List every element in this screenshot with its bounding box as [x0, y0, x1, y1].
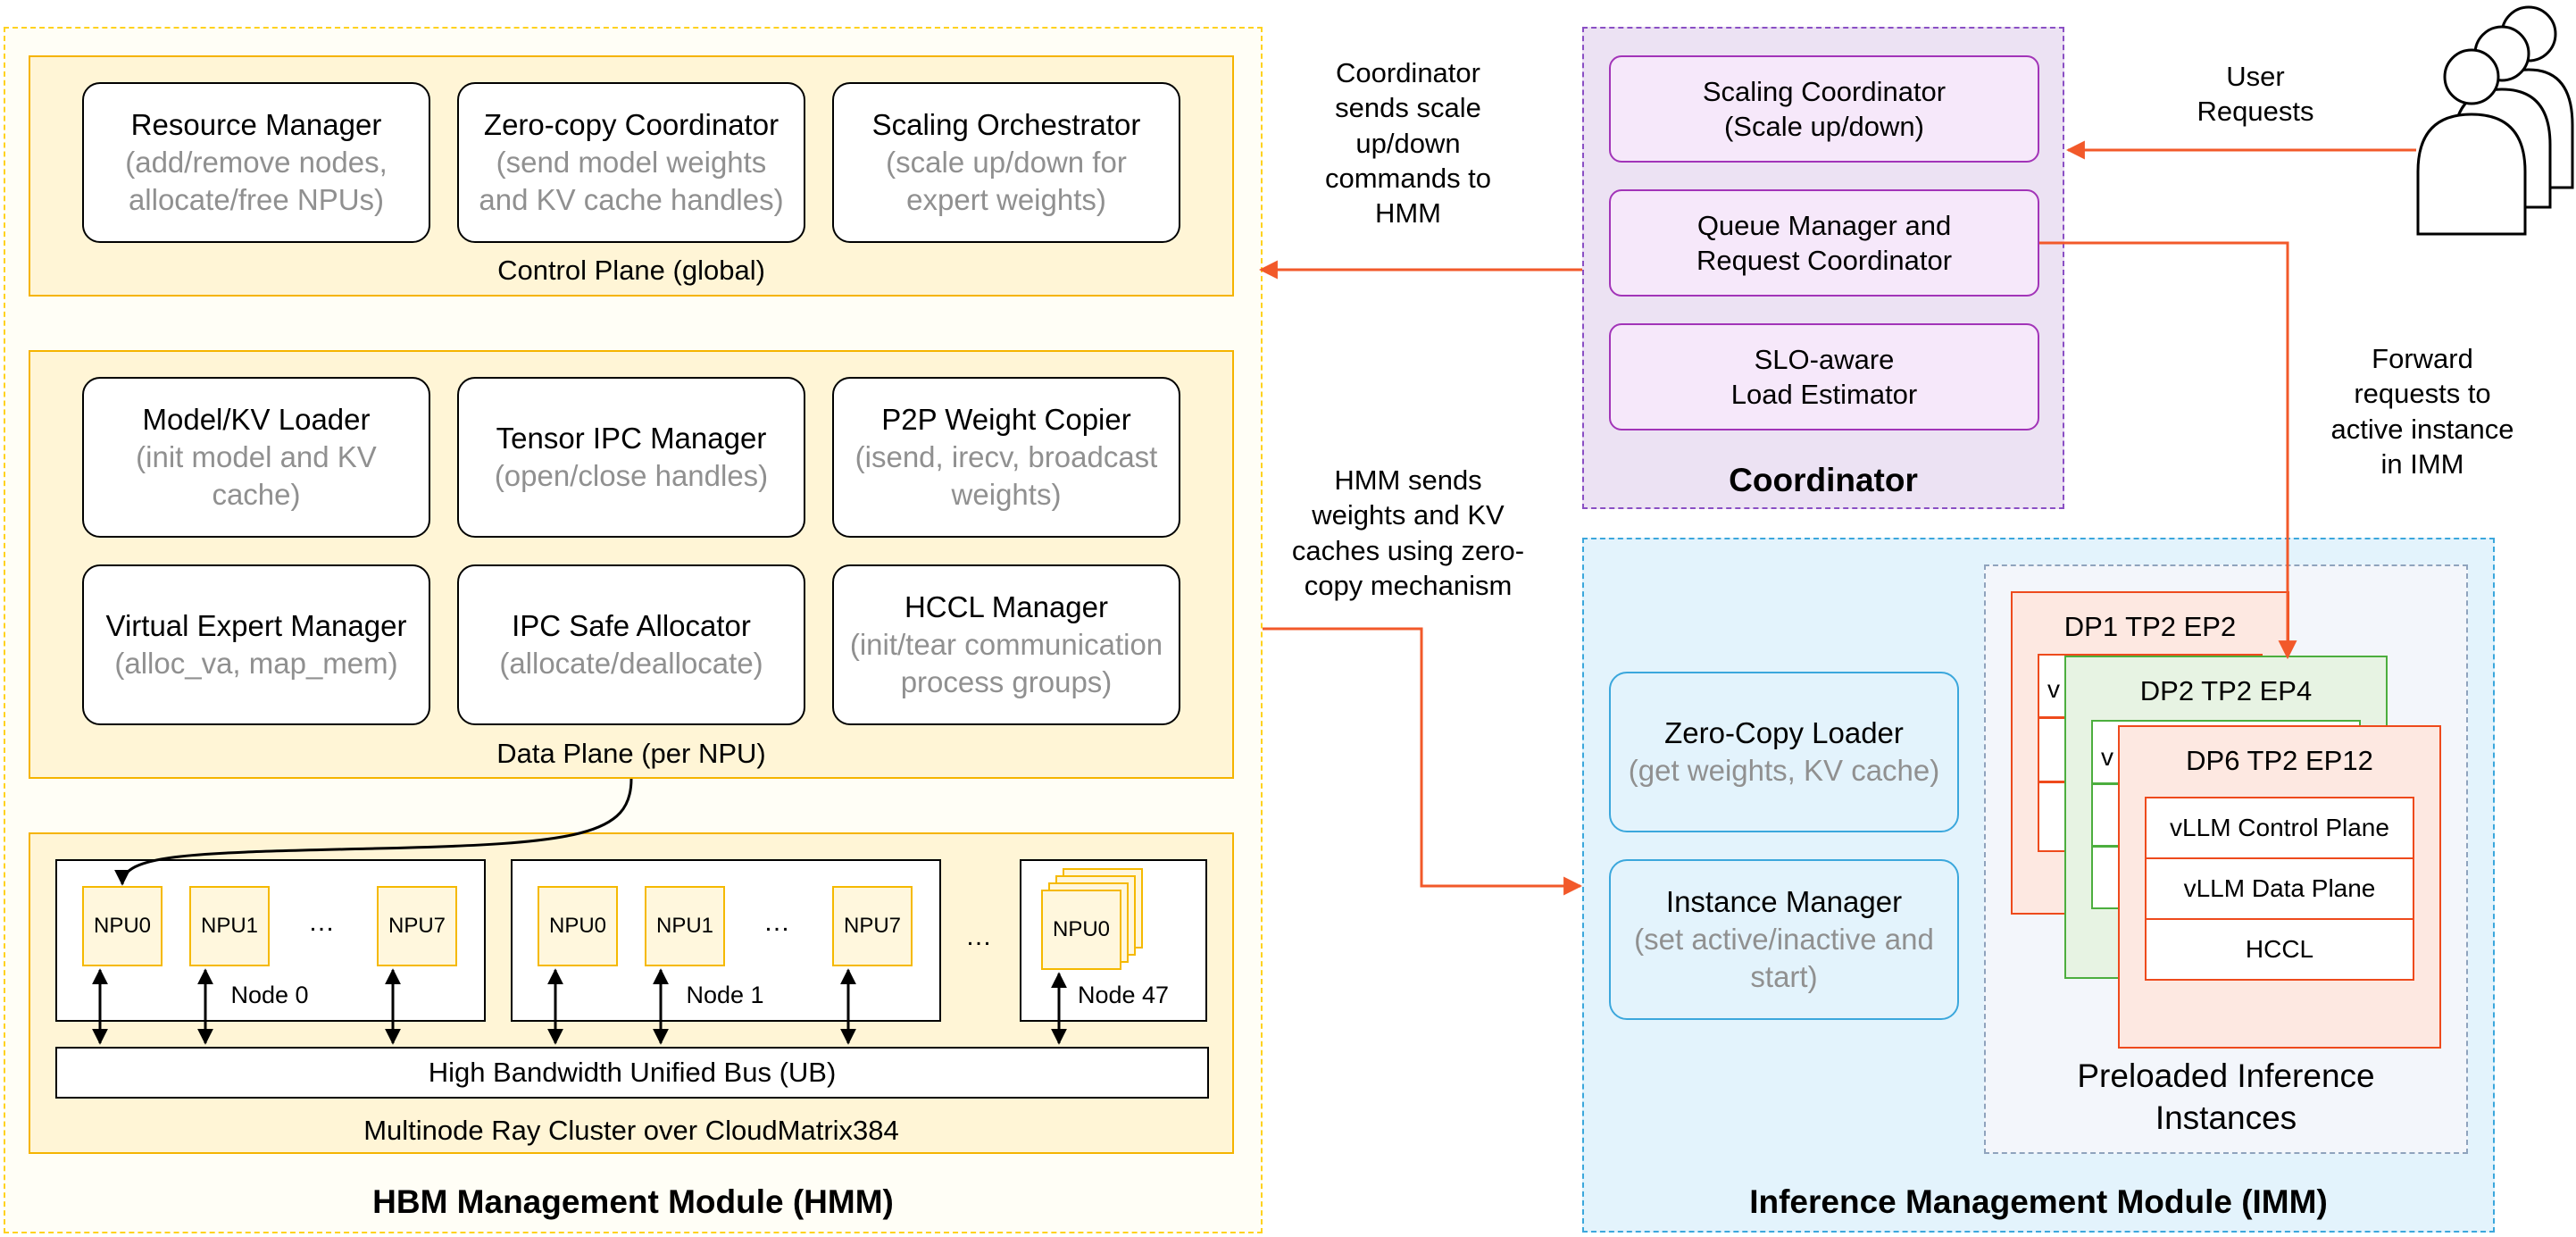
model-kv-loader: Model/KV Loader (init model and KV cache… — [82, 377, 430, 538]
unified-bus: High Bandwidth Unified Bus (UB) — [55, 1047, 1209, 1099]
ellipsis: … — [763, 907, 790, 937]
stack-label: vLLM Data Plane — [2183, 874, 2376, 903]
ellipsis: … — [308, 907, 335, 937]
component-text: Scaling Coordinator (Scale up/down) — [1702, 75, 1947, 142]
component-name: P2P Weight Copier — [881, 403, 1131, 437]
component-desc: (send model weights and KV cache handles… — [479, 146, 784, 216]
component-name: Zero-Copy Loader — [1664, 716, 1904, 750]
bus-label: High Bandwidth Unified Bus (UB) — [428, 1057, 837, 1089]
scaling-coordinator: Scaling Coordinator (Scale up/down) — [1609, 55, 2039, 163]
npu-label: NPU0 — [1052, 916, 1111, 941]
component-desc: (set active/inactive and start) — [1634, 923, 1934, 993]
component-desc: (alloc_va, map_mem) — [114, 647, 398, 680]
vllm-control-plane: vLLM Control Plane — [2145, 797, 2414, 859]
node-label: Node 1 — [686, 982, 764, 1008]
queue-manager: Queue Manager and Request Coordinator — [1609, 189, 2039, 297]
npu-box: NPU0 — [82, 886, 163, 966]
instance-peek-text: v — [2047, 675, 2060, 703]
npu-box: NPU0 — [538, 886, 618, 966]
component-name: HCCL Manager — [904, 590, 1109, 624]
vllm-data-plane: vLLM Data Plane — [2145, 857, 2414, 920]
scale-commands-annotation: Coordinator sends scale up/down commands… — [1324, 57, 1492, 230]
npu-label: NPU7 — [388, 913, 446, 938]
npu-label: NPU7 — [843, 913, 902, 938]
forward-request-arrow — [2039, 241, 2297, 660]
imm-title: Inference Management Module (IMM) — [1749, 1183, 2328, 1220]
instance-manager: Instance Manager (set active/inactive an… — [1609, 859, 1959, 1020]
npu-label: NPU0 — [93, 913, 152, 938]
component-desc: (open/close handles) — [494, 459, 769, 492]
stack-label: HCCL — [2245, 935, 2314, 964]
data-plane-label: Data Plane (per NPU) — [496, 738, 766, 769]
p2p-weight-copier: P2P Weight Copier (isend, irecv, broadca… — [832, 377, 1180, 538]
component-desc: (isend, irecv, broadcast weights) — [854, 440, 1158, 511]
component-desc: (init/tear communication process groups) — [849, 628, 1163, 698]
npu-box: NPU7 — [377, 886, 457, 966]
component-desc: (allocate/deallocate) — [499, 647, 763, 680]
component-name: IPC Safe Allocator — [512, 609, 751, 643]
hccl-layer: HCCL — [2145, 918, 2414, 981]
hccl-manager: HCCL Manager (init/tear communication pr… — [832, 564, 1180, 725]
node-label: Node 47 — [1077, 982, 1170, 1008]
npu-box: NPU1 — [645, 886, 725, 966]
component-name: Virtual Expert Manager — [105, 609, 407, 643]
instance-label: DP2 TP2 EP4 — [2139, 675, 2313, 706]
node-label: Node 0 — [230, 982, 309, 1008]
component-desc: (scale up/down for expert weights) — [886, 146, 1127, 216]
component-name: Instance Manager — [1665, 885, 1903, 919]
scaling-orchestrator: Scaling Orchestrator (scale up/down for … — [832, 82, 1180, 243]
component-desc: (get weights, KV cache) — [1628, 754, 1940, 787]
component-text: SLO-aware Load Estimator — [1730, 343, 1918, 410]
npu-box: NPU0 — [1041, 890, 1121, 970]
data-plane-to-npu-arrow — [114, 778, 633, 886]
component-name: Resource Manager — [130, 108, 382, 142]
instance-label: DP1 TP2 EP2 — [2063, 611, 2237, 642]
component-name: Zero-copy Coordinator — [483, 108, 779, 142]
control-plane-label: Control Plane (global) — [497, 255, 765, 286]
cluster-label: Multinode Ray Cluster over CloudMatrix38… — [363, 1115, 899, 1146]
ipc-safe-allocator: IPC Safe Allocator (allocate/deallocate) — [457, 564, 805, 725]
user-requests-annotation: User Requests — [2197, 61, 2314, 128]
instance-label: DP6 TP2 EP12 — [2186, 745, 2373, 776]
hmm-title: HBM Management Module (HMM) — [372, 1183, 894, 1220]
ellipsis: … — [965, 922, 992, 951]
npu-label: NPU0 — [548, 913, 607, 938]
zero-copy-coordinator: Zero-copy Coordinator (send model weight… — [457, 82, 805, 243]
virtual-expert-manager: Virtual Expert Manager (alloc_va, map_me… — [82, 564, 430, 725]
component-desc: (add/remove nodes, allocate/free NPUs) — [125, 146, 388, 216]
component-desc: (init model and KV cache) — [136, 440, 377, 511]
zero-copy-annotation: HMM sends weights and KV caches using ze… — [1291, 464, 1525, 602]
users-icon — [2416, 5, 2574, 236]
npu-box: NPU7 — [832, 886, 913, 966]
npu-label: NPU1 — [200, 913, 259, 938]
component-name: Scaling Orchestrator — [871, 108, 1141, 142]
stack-label: vLLM Control Plane — [2170, 814, 2389, 842]
npu-box: NPU1 — [189, 886, 270, 966]
component-name: Model/KV Loader — [142, 403, 371, 437]
coordinator-title: Coordinator — [1729, 462, 1918, 498]
tensor-ipc-manager: Tensor IPC Manager (open/close handles) — [457, 377, 805, 538]
resource-manager: Resource Manager (add/remove nodes, allo… — [82, 82, 430, 243]
npu-bus-links — [92, 968, 1067, 1045]
preloaded-label: Preloaded Inference Instances — [2077, 1057, 2375, 1136]
npu-label: NPU1 — [655, 913, 714, 938]
zero-copy-arrow — [1263, 627, 1583, 896]
zero-copy-loader: Zero-Copy Loader (get weights, KV cache) — [1609, 672, 1959, 832]
component-name: Tensor IPC Manager — [496, 422, 767, 456]
instance-peek-text: v — [2101, 743, 2113, 771]
forward-requests-annotation: Forward requests to active instance in I… — [2330, 343, 2514, 481]
component-text: Queue Manager and Request Coordinator — [1696, 209, 1953, 276]
slo-load-estimator: SLO-aware Load Estimator — [1609, 323, 2039, 430]
